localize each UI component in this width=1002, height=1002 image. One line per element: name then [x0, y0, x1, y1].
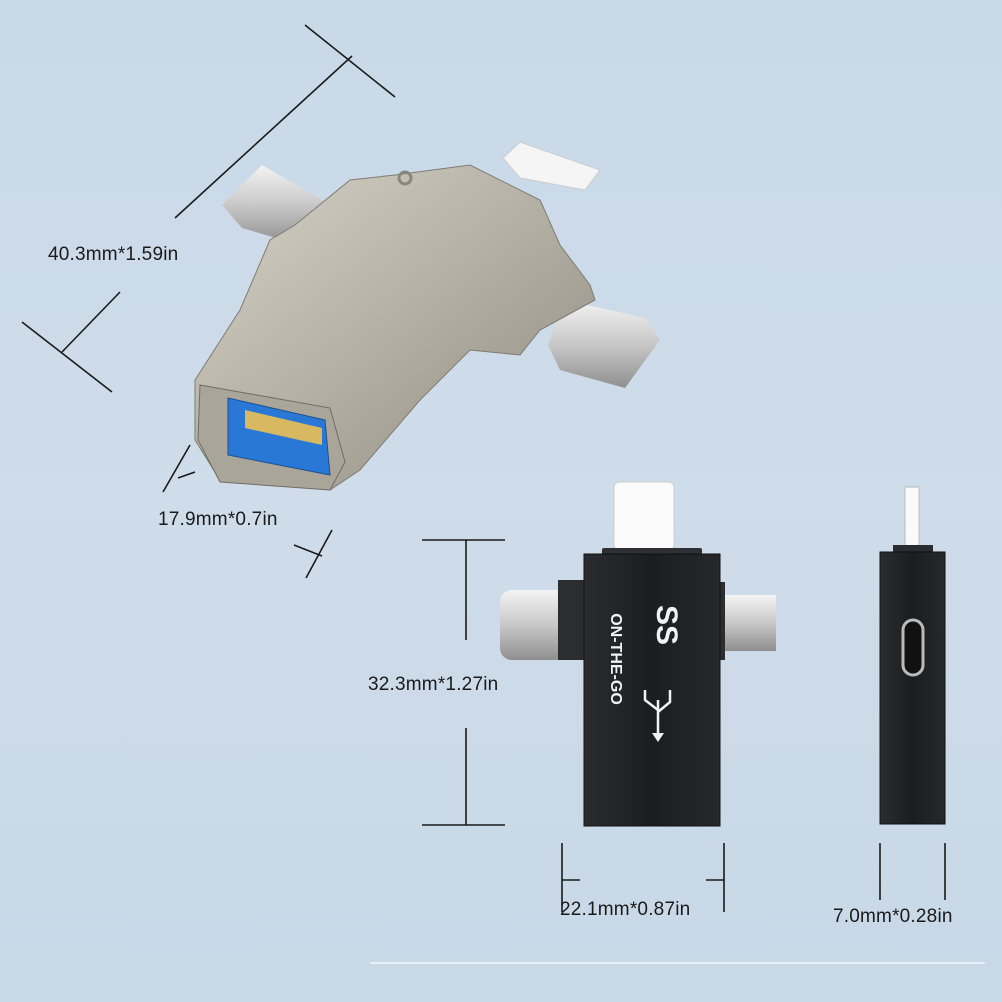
keyring-loop: [397, 170, 413, 186]
otg-logo-text: ON-THE-GO: [607, 613, 624, 705]
dimension-lines: [21, 24, 946, 912]
height-dimension-label: 32.3mm*1.27in: [368, 674, 499, 695]
usb-c-port: [901, 618, 925, 677]
usb-c-plug: [500, 590, 570, 660]
micro-usb-plug: [548, 300, 660, 388]
adapter-front-view: [500, 481, 776, 827]
port-width-dimension-label: 17.9mm*0.7in: [158, 509, 278, 530]
micro-usb-plug: [720, 595, 776, 651]
adapter-side-view: [879, 486, 946, 825]
lightning-plug: [502, 141, 601, 191]
width-dimension-label: 22.1mm*0.87in: [560, 899, 691, 920]
lightning-plug: [613, 481, 675, 551]
ss-logo: SS: [650, 604, 684, 646]
usb-trident-icon: [643, 690, 672, 735]
length-dimension-label: 40.3mm*1.59in: [48, 244, 179, 265]
thickness-dimension-label: 7.0mm*0.28in: [833, 906, 953, 927]
adapter-3d-view: [194, 141, 660, 491]
